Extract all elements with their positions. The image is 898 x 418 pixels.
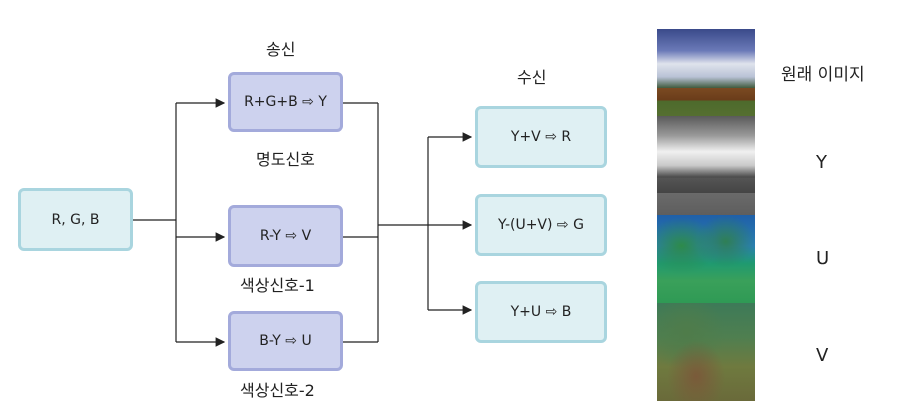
v-channel-image [657, 303, 755, 401]
y-image-label: Y [816, 152, 827, 173]
receive-box-g: Y-(U+V) ⇨ G [475, 194, 607, 256]
receive-box-b: Y+U ⇨ B [475, 281, 607, 343]
v-image-label: V [816, 345, 829, 366]
y-channel-image [657, 116, 755, 215]
transmit-box-u: B-Y ⇨ U [228, 311, 343, 371]
receive-box-r: Y+V ⇨ R [475, 106, 607, 168]
color-signal-2-label: 색상신호-2 [240, 381, 315, 400]
original-image [657, 29, 755, 116]
u-image-label: U [816, 248, 830, 269]
receive-label: 수신 [517, 68, 547, 87]
original-image-label: 원래 이미지 [781, 65, 865, 85]
u-channel-image [657, 215, 755, 303]
transmit-box-v: R-Y ⇨ V [228, 205, 343, 267]
transmit-box-y: R+G+B ⇨ Y [228, 72, 343, 132]
input-box: R, G, B [18, 188, 133, 251]
luminance-signal-label: 명도신호 [256, 150, 315, 169]
color-signal-1-label: 색상신호-1 [240, 276, 315, 295]
transmit-label: 송신 [266, 40, 296, 59]
